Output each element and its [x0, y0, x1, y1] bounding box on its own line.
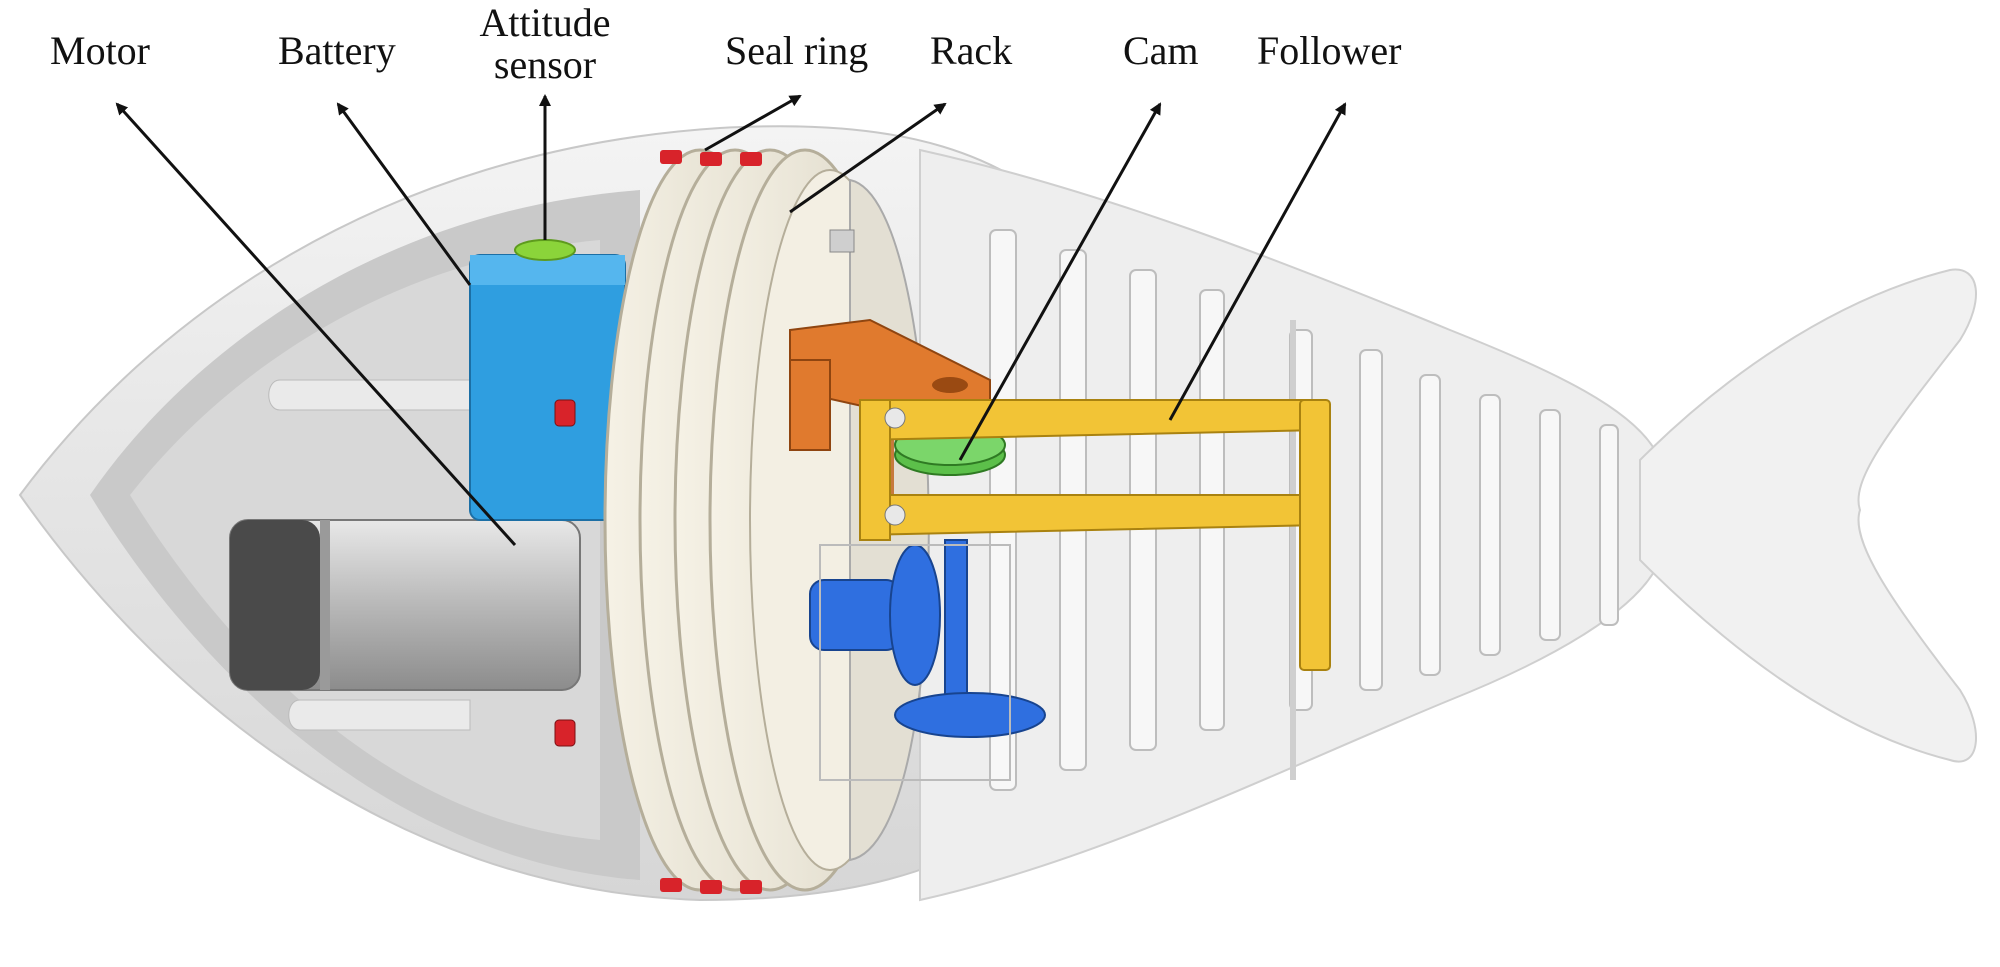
- attitude-sensor-label: Attitude sensor: [460, 2, 630, 86]
- cam-arrow: [958, 102, 1162, 461]
- seal-ring-arrow: [704, 94, 802, 152]
- seal-rings: [660, 150, 762, 894]
- motor-label: Motor: [50, 28, 150, 73]
- battery-label: Battery: [278, 28, 396, 73]
- attitude-sensor-label-line2: sensor: [493, 42, 597, 87]
- attitude-sensor-label-line1: Attitude: [479, 0, 611, 45]
- spine: [1290, 320, 1296, 780]
- seal-ring-label: Seal ring: [725, 28, 869, 73]
- attitude-sensor-part: [514, 239, 576, 261]
- rack-part: [789, 318, 991, 451]
- bevel-gears: [809, 539, 1046, 738]
- battery-block: [469, 254, 626, 521]
- rack-label: Rack: [930, 28, 1013, 73]
- motor-body: [229, 519, 581, 691]
- follower-part: [859, 399, 1331, 671]
- tail-fin: [1639, 268, 1977, 763]
- follower-arrow: [1168, 102, 1347, 421]
- motor-arrow: [115, 102, 517, 547]
- pointer-arrows: [115, 94, 1347, 547]
- battery-arrow: [336, 102, 472, 286]
- cam-label: Cam: [1123, 28, 1199, 73]
- follower-label: Follower: [1257, 28, 1402, 73]
- rack-arrow: [789, 102, 947, 214]
